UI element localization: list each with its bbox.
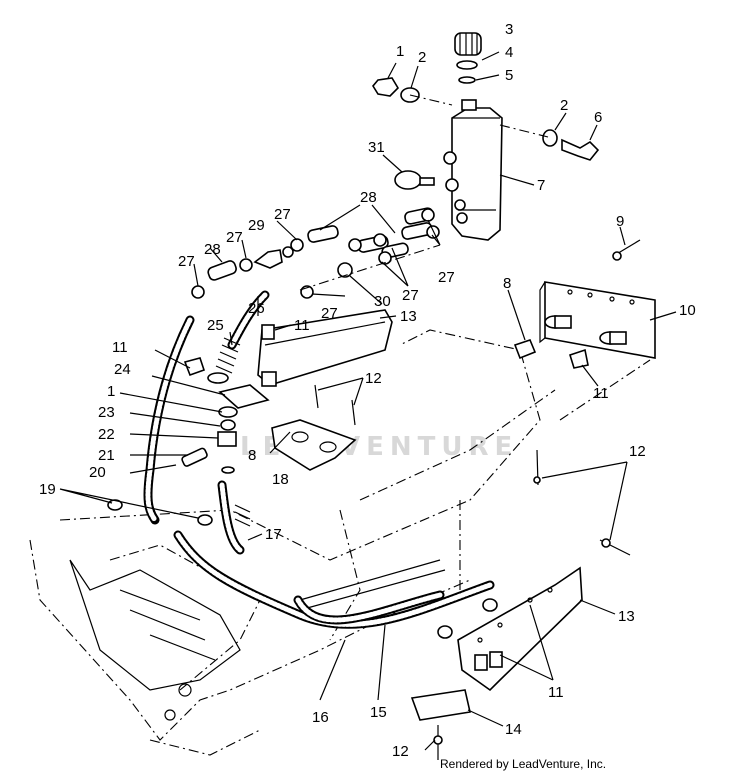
rivet-12a [314,384,319,409]
clamp-11b [261,324,275,340]
callout-27d: 27 [402,287,419,304]
oil-reservoir-tank [443,99,503,241]
callout-27f: 27 [321,305,338,322]
pin-9-head [612,251,622,261]
callout-25: 25 [207,317,224,334]
callout-12c: 12 [392,743,409,760]
callout-14: 14 [505,721,522,738]
callout-28b: 28 [204,241,221,258]
cap-gasket [456,60,478,70]
callout-17: 17 [265,526,282,543]
plate-14 [410,689,471,721]
callout-13a: 13 [400,308,417,325]
callout-11b: 11 [294,317,310,334]
callout-16: 16 [312,709,329,726]
bracket-10 [539,281,656,359]
callout-30: 30 [374,293,391,310]
spring-17 [234,504,251,527]
callout-29: 29 [248,217,265,234]
callout-8: 8 [503,275,511,292]
callout-31: 31 [368,139,385,156]
callout-11a: 11 [593,385,609,402]
tank-cap [454,32,482,56]
callout-26: 26 [248,300,265,317]
rivet-12c-head [533,476,541,484]
callout-4: 4 [505,44,513,61]
callout-23: 23 [98,404,115,421]
part-21 [181,447,208,467]
plate-24 [218,384,270,409]
part-22 [217,431,237,447]
rivet-12b [351,399,356,426]
callout-1: 1 [396,43,404,60]
leader-dash [499,124,549,138]
credit-text: Rendered by LeadVenture, Inc. [440,757,606,771]
leader-dash [409,94,453,106]
callout-27b: 27 [226,229,243,246]
left-hoses [143,290,495,629]
callout-3: 3 [505,21,513,38]
callout-21: 21 [98,447,115,464]
callout-5: 5 [505,67,513,84]
callout-27e: 27 [438,269,455,286]
cap-o-ring [458,76,476,84]
callout-15: 15 [370,704,387,721]
clamp-11c [183,357,206,377]
washer-part-right [542,129,558,147]
bracket-13-upper [257,309,393,387]
callout-8b: 8 [248,447,256,464]
callout-27a: 27 [274,206,291,223]
callout-6: 6 [594,109,602,126]
upper-hose-assembly [191,207,441,299]
nut-part [372,77,400,97]
callout-19: 19 [39,481,56,498]
callout-28a: 28 [360,189,377,206]
callout-11d: 11 [548,684,564,701]
leader-lines [59,51,677,751]
callout-20: 20 [89,464,106,481]
callout-2b: 2 [560,97,568,114]
callout-9: 9 [616,213,624,230]
rivet-12d-head [601,538,611,548]
callout-7: 7 [537,177,545,194]
bolt-part [561,138,600,161]
part-23 [220,419,236,431]
clamp-8 [513,339,537,360]
plug-19b [197,514,213,526]
callout-12b: 12 [629,443,646,460]
callout-labels: 1 2 3 4 5 2 6 7 31 28 27 29 27 28 27 27 … [39,21,696,760]
bracket-18 [271,419,357,471]
callout-13b: 13 [618,608,635,625]
clamp-11 [569,348,589,369]
callout-24: 24 [114,361,131,378]
fitting-31 [394,170,435,190]
callout-18: 18 [272,471,289,488]
callout-2: 2 [418,49,426,66]
callout-12a: 12 [365,370,382,387]
callout-11c: 11 [112,339,128,356]
callout-27c: 27 [178,253,195,270]
rivet-12e-head [433,735,443,745]
part-8b [221,466,235,474]
callout-22: 22 [98,426,115,443]
callout-10: 10 [679,302,696,319]
callout-1b: 1 [107,383,115,400]
